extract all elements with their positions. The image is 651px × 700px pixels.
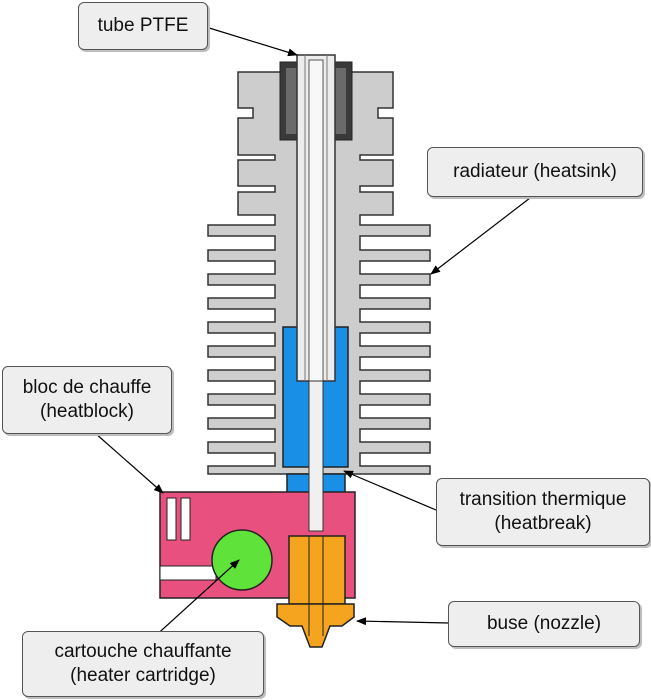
heater-cartridge	[211, 529, 273, 591]
arrow-heatsink	[430, 197, 531, 275]
label-heatblock-en: (heatblock)	[40, 401, 134, 422]
label-cartridge-en: (heater cartridge)	[70, 665, 216, 686]
label-ptfe-text: tube PTFE	[97, 15, 189, 36]
ptfe-tube	[296, 54, 336, 382]
label-cartridge-fr: cartouche chauffante	[54, 641, 232, 662]
label-heater-cartridge: cartouche chauffante (heater cartridge)	[22, 631, 264, 697]
label-heatsink-text: radiateur (heatsink)	[453, 161, 617, 182]
label-heatbreak-fr: transition thermique	[459, 489, 627, 510]
label-heatsink: radiateur (heatsink)	[427, 147, 643, 197]
label-heatblock: bloc de chauffe (heatblock)	[2, 366, 172, 434]
arrow-cartridge	[151, 559, 240, 640]
arrow-heatblock	[94, 432, 164, 494]
label-nozzle: buse (nozzle)	[448, 601, 640, 647]
arrow-heatbreak	[343, 470, 437, 511]
arrow-nozzle	[356, 617, 449, 626]
filament-channel	[308, 380, 324, 532]
label-heatbreak: transition thermique (heatbreak)	[436, 478, 650, 546]
arrow-ptfe	[205, 26, 298, 57]
label-heatbreak-en: (heatbreak)	[494, 513, 592, 534]
label-nozzle-text: buse (nozzle)	[486, 613, 602, 634]
nozzle	[276, 535, 355, 648]
label-ptfe-tube: tube PTFE	[78, 2, 208, 50]
label-heatblock-fr: bloc de chauffe	[22, 377, 152, 398]
